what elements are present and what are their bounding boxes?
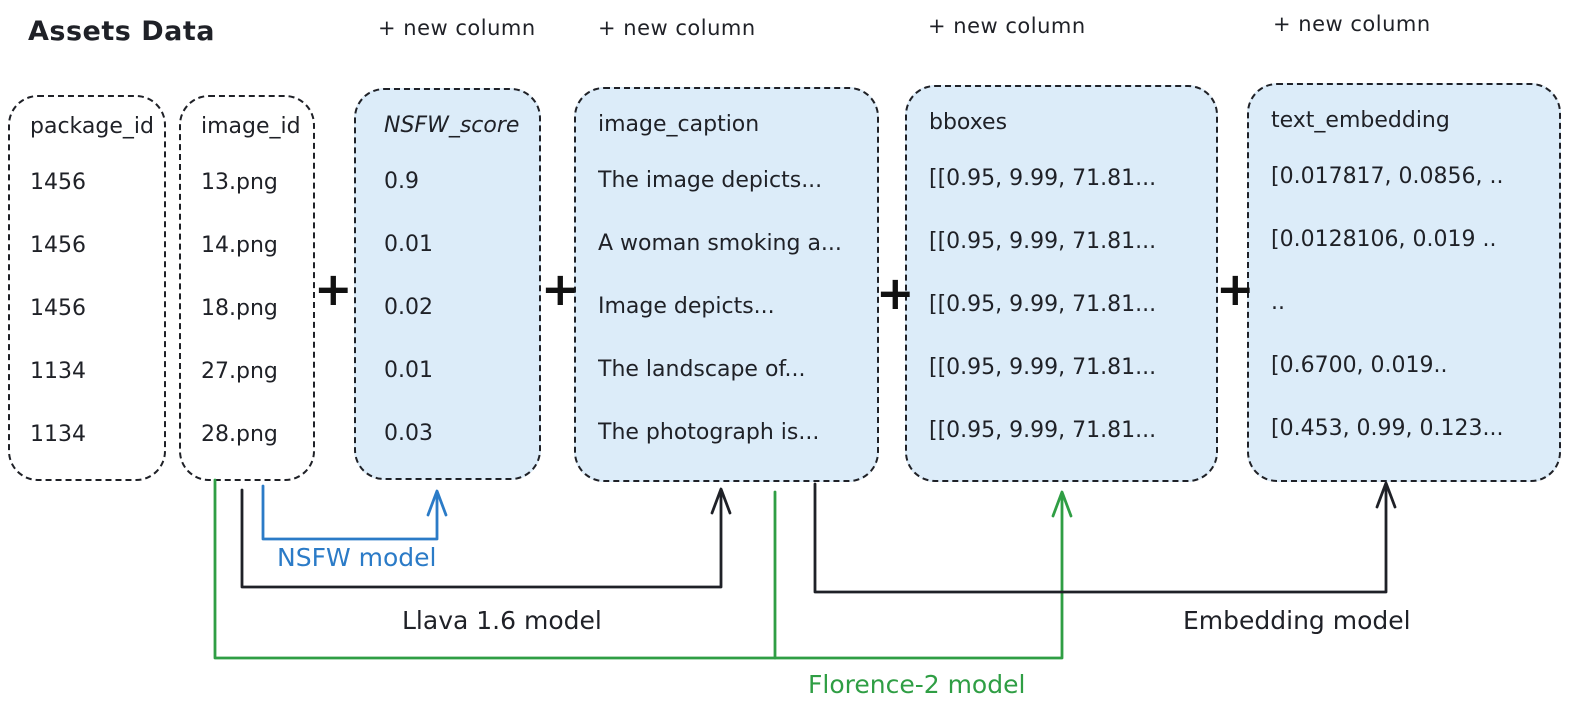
- table-cell: [0.017817, 0.0856, ..: [1271, 164, 1504, 189]
- new-column-label-nsfw: + new column: [378, 16, 536, 40]
- table-cell: ..: [1271, 290, 1285, 315]
- column-header: bboxes: [929, 109, 1008, 135]
- table-cell: 18.png: [201, 296, 278, 321]
- table-cell: The image depicts...: [598, 168, 823, 193]
- table-cell: The photograph is...: [598, 420, 820, 445]
- table-cell: 0.9: [384, 169, 419, 194]
- column-header: NSFW_score: [384, 112, 520, 138]
- new-column-label-embedding: + new column: [1273, 12, 1431, 36]
- plus-icon: +: [314, 262, 353, 316]
- table-cell: [[0.95, 9.99, 71.81...: [929, 355, 1157, 380]
- table-cell: 1456: [30, 233, 86, 258]
- embedding-model-label: Embedding model: [1183, 606, 1411, 635]
- plus-icon: +: [876, 266, 915, 320]
- table-cell: 14.png: [201, 233, 278, 258]
- column-header: image_caption: [598, 111, 760, 137]
- embedding-arrow: [813, 481, 1397, 594]
- table-cell: 0.03: [384, 421, 433, 446]
- new-column-label-caption: + new column: [598, 16, 756, 40]
- table-cell: [[0.95, 9.99, 71.81...: [929, 166, 1157, 191]
- table-cell: [[0.95, 9.99, 71.81...: [929, 229, 1157, 254]
- column-header: image_id: [201, 113, 301, 139]
- table-cell: The landscape of...: [598, 357, 806, 382]
- table-cell: 1456: [30, 170, 86, 195]
- table-cell: 0.02: [384, 295, 433, 320]
- column-header: text_embedding: [1271, 107, 1450, 133]
- llava-arrow: [240, 487, 732, 589]
- column-image-id: image_id 13.png 14.png 18.png 27.png 28.…: [179, 95, 315, 481]
- llava-model-label: Llava 1.6 model: [402, 606, 602, 635]
- table-cell: 28.png: [201, 422, 278, 447]
- diagram-title: Assets Data: [28, 16, 215, 47]
- column-text-embedding: text_embedding [0.017817, 0.0856, .. [0.…: [1247, 83, 1561, 482]
- table-cell: [[0.95, 9.99, 71.81...: [929, 418, 1157, 443]
- column-bboxes: bboxes [[0.95, 9.99, 71.81... [[0.95, 9.…: [905, 85, 1218, 482]
- table-cell: 0.01: [384, 358, 433, 383]
- nsfw-model-label: NSFW model: [277, 543, 437, 572]
- plus-icon: +: [541, 262, 580, 316]
- column-package-id: package_id 1456 1456 1456 1134 1134: [8, 95, 166, 481]
- table-cell: 1134: [30, 359, 86, 384]
- table-cell: 27.png: [201, 359, 278, 384]
- table-cell: [[0.95, 9.99, 71.81...: [929, 292, 1157, 317]
- table-cell: A woman smoking a...: [598, 231, 842, 256]
- plus-icon: +: [1216, 262, 1255, 316]
- new-column-label-bboxes: + new column: [928, 14, 1086, 38]
- table-cell: 1456: [30, 296, 86, 321]
- nsfw-arrow: [261, 484, 448, 541]
- table-cell: [0.6700, 0.019..: [1271, 353, 1448, 378]
- table-cell: [0.0128106, 0.019 ..: [1271, 227, 1497, 252]
- column-nsfw-score: NSFW_score 0.9 0.01 0.02 0.01 0.03: [354, 88, 541, 480]
- table-cell: 13.png: [201, 170, 278, 195]
- column-header: package_id: [30, 113, 154, 139]
- florence-model-label: Florence-2 model: [808, 670, 1026, 699]
- table-cell: 1134: [30, 422, 86, 447]
- table-cell: Image depicts...: [598, 294, 775, 319]
- table-cell: 0.01: [384, 232, 433, 257]
- table-cell: [0.453, 0.99, 0.123...: [1271, 416, 1504, 441]
- column-image-caption: image_caption The image depicts... A wom…: [574, 87, 879, 482]
